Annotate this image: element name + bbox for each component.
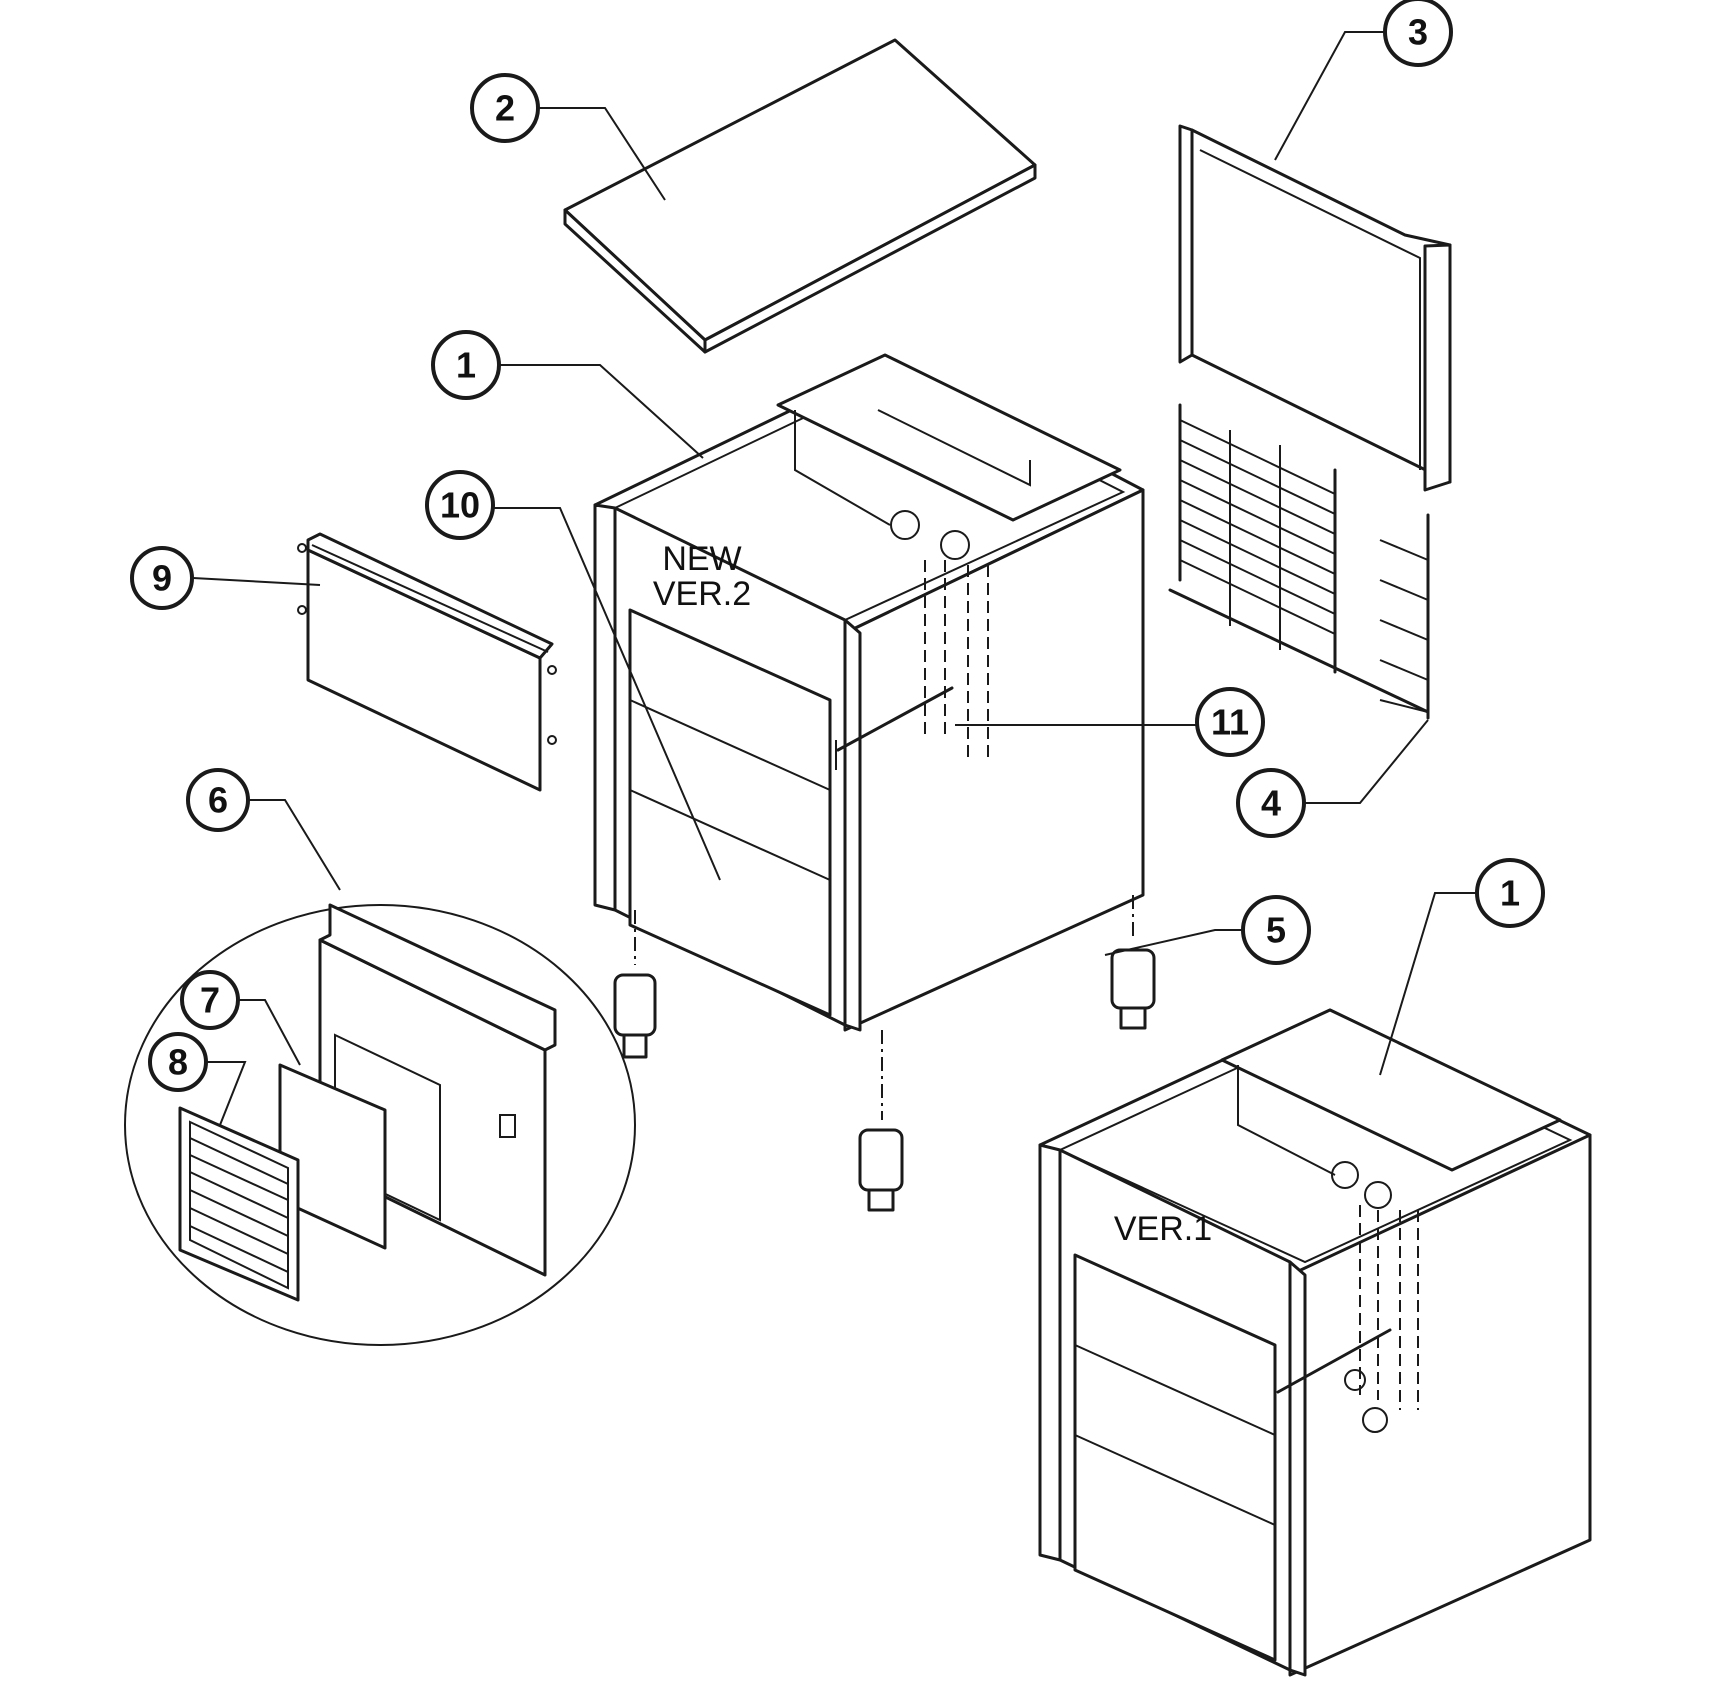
svg-text:11: 11: [1211, 702, 1249, 743]
callout-9: 9: [130, 546, 194, 610]
svg-text:2: 2: [495, 88, 515, 129]
callout-3: 3: [1383, 0, 1453, 67]
callout-2: 2: [470, 73, 540, 143]
svg-text:6: 6: [208, 780, 228, 821]
callout-leaders: [192, 31, 1478, 1126]
back-panel: [1178, 124, 1452, 492]
callout-6: 6: [186, 768, 250, 832]
wire-grid: [1168, 403, 1430, 720]
svg-text:8: 8: [168, 1042, 188, 1083]
callout-10: 10: [425, 470, 495, 540]
svg-text:7: 7: [200, 980, 220, 1021]
callout-1-new: 1: [431, 330, 501, 400]
leveling-legs: [613, 948, 1156, 1212]
label-new: NEW: [662, 540, 741, 578]
main-cabinet-new: [593, 353, 1145, 1120]
grille-detail-view: [124, 903, 636, 1346]
callout-7: 7: [180, 970, 240, 1030]
svg-text:10: 10: [440, 485, 480, 526]
svg-text:4: 4: [1261, 783, 1281, 824]
svg-text:5: 5: [1266, 910, 1286, 951]
top-lid: [563, 38, 1037, 354]
callout-5: 5: [1241, 895, 1311, 965]
svg-text:9: 9: [152, 558, 172, 599]
callout-4: 4: [1236, 768, 1306, 838]
label-ver1: VER.1: [1114, 1210, 1212, 1248]
svg-text:1: 1: [456, 345, 476, 386]
label-ver2: VER.2: [653, 575, 751, 613]
cabinet-old-ver1: [1038, 1008, 1592, 1677]
svg-text:3: 3: [1408, 12, 1428, 53]
callout-1-old: 1: [1475, 858, 1545, 928]
callout-8: 8: [148, 1032, 208, 1092]
callout-11: 11: [1195, 687, 1265, 757]
svg-text:1: 1: [1500, 873, 1520, 914]
front-flap-panel: [297, 532, 557, 792]
